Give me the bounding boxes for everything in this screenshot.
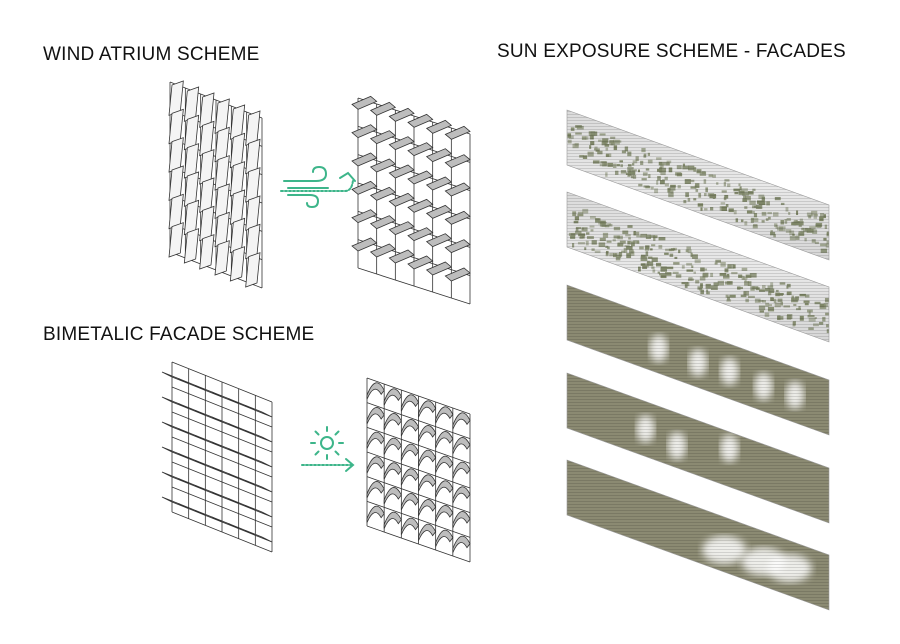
facade-panel [366,407,385,425]
facade-panel [369,101,397,116]
facade-panel [452,412,471,430]
facade-panel [444,182,471,197]
facade-panel [366,456,385,474]
facade-panel [452,486,471,504]
facade-panel [435,480,454,498]
facade-panel [425,204,453,219]
facade-panel [452,511,471,529]
facade-panel [366,481,385,499]
sun-exposure-strip [566,284,830,436]
facade-panel [214,240,230,276]
facade-panel [369,243,397,258]
facade-panel [444,210,471,225]
facade-panel [418,474,437,492]
sun-exposure-title: SUN EXPOSURE SCHEME - FACADES [497,41,846,62]
facade-panel [418,449,437,467]
facade-panel [435,406,454,424]
facade-panel [351,124,378,139]
facade-panel [245,429,273,443]
facade-panel [366,382,385,400]
facade-panel [425,261,453,276]
facade-panel [388,192,415,207]
facade-panel [400,517,419,535]
facade-panel [245,454,273,468]
facade-panel [383,487,402,505]
facade-panel [444,154,471,169]
facade-panel [418,400,437,418]
facade-panel [366,505,385,523]
facade-panel [435,529,454,547]
facade-panel [452,461,471,479]
facade-panel [418,425,437,443]
facade-panel [351,152,378,167]
facade-panel [245,479,273,493]
facade-panel [435,455,454,473]
facade-panel [245,252,261,288]
sun-exposure-strip [566,459,830,611]
sun-exposure-strip [566,109,830,261]
facade-panel [199,234,215,270]
facade-panel [425,233,453,248]
facade-panel [444,125,471,140]
facade-panel [425,176,453,191]
wind-atrium-title: WIND ATRIUM SCHEME [43,44,260,65]
facade-panel [400,394,419,412]
facade-panel [383,388,402,406]
facade-panel [388,221,415,236]
facade-panel [452,535,471,553]
facade-panel [369,158,397,173]
facade-panel [407,227,434,242]
facade-panel [407,142,434,157]
wind-facade-open [351,95,471,305]
facade-panel [388,136,415,151]
facade-panel [369,215,397,230]
facade-panel [407,198,434,213]
facade-panel [351,95,378,110]
facade-panel [351,209,378,224]
facade-panel [388,107,415,122]
facade-panel [369,186,397,201]
facade-panel [388,164,415,179]
facade-panel [383,511,402,529]
wind-icon [280,165,356,209]
wind-facade-closed [168,80,263,289]
facade-panel [366,431,385,449]
facade-panel [400,468,419,486]
facade-panel [444,267,471,282]
facade-panel [407,255,434,270]
facade-panel [400,443,419,461]
facade-panel [383,462,402,480]
facade-panel [452,437,471,455]
facade-panel [444,239,471,254]
facade-panel [407,170,434,185]
facade-panel [418,523,437,541]
facade-panel [229,246,246,282]
facade-panel [400,419,419,437]
bimetalic-facade-curled [366,377,471,563]
facade-panel [383,413,402,431]
facade-panel [183,228,200,264]
facade-panel [245,404,273,418]
sun-exposure-strip [566,372,830,524]
facade-panel [407,113,434,128]
facade-panel [369,130,397,145]
facade-panel [425,119,453,134]
facade-panel [388,249,415,264]
facade-panel [435,431,454,449]
facade-panel [245,504,273,518]
facade-panel [383,437,402,455]
facade-panel [351,180,378,195]
facade-panel [168,222,184,258]
facade-panel [245,529,273,543]
facade-panel [418,499,437,517]
bimetalic-facade-title: BIMETALIC FACADE SCHEME [43,324,315,345]
facade-panel [400,493,419,511]
facade-panel [435,505,454,523]
sun-exposure-strip [566,191,830,343]
sun-icon [301,426,355,472]
facade-panel [425,148,453,163]
bimetalic-facade-flat [161,361,273,553]
facade-panel [351,237,378,252]
